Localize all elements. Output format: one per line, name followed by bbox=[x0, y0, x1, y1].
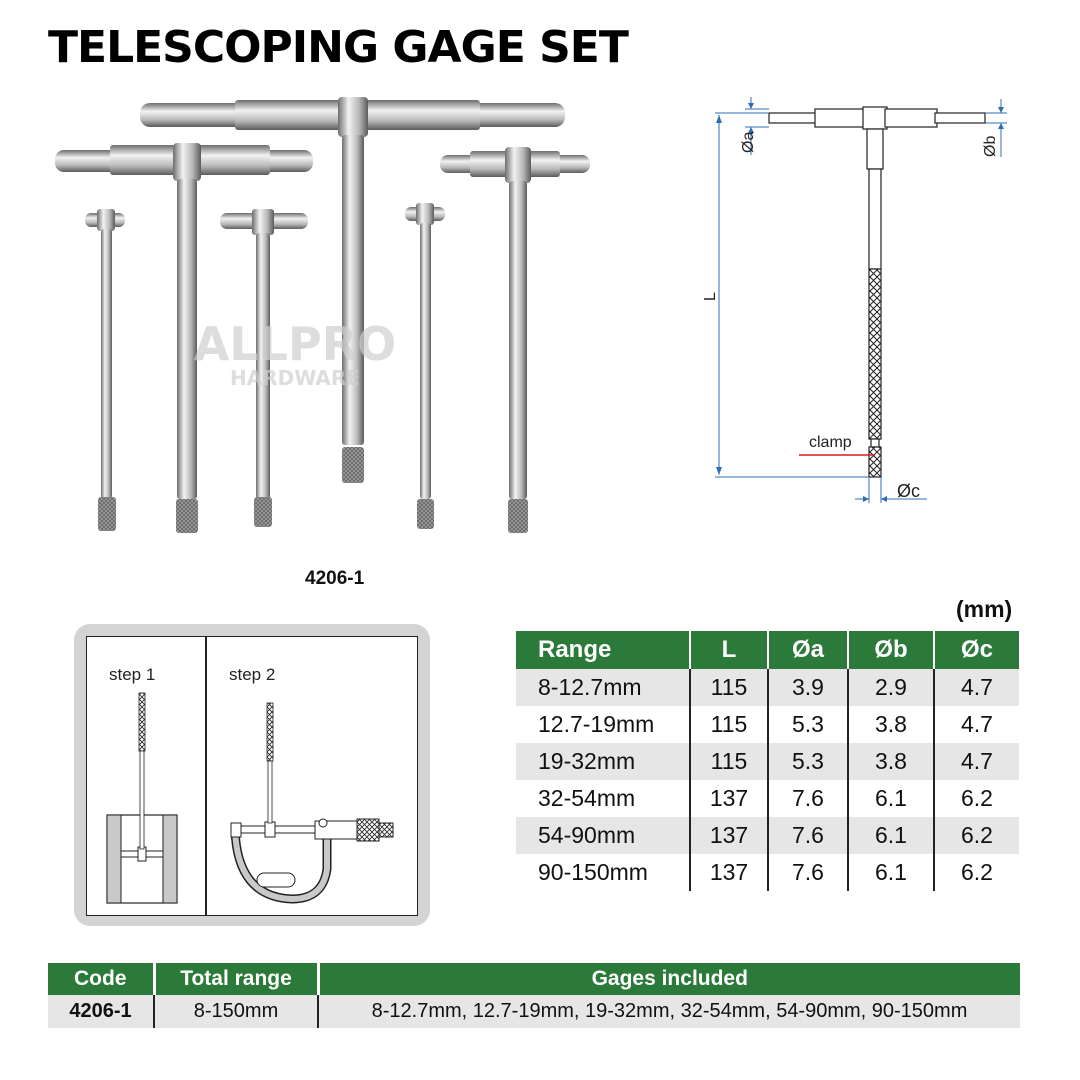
spec-cell-range: 54-90mm bbox=[516, 817, 691, 854]
product-photo: ALLPRO HARDWARE bbox=[55, 97, 590, 533]
code-cell: 4206-1 bbox=[48, 995, 155, 1028]
gage-8-12-7 bbox=[85, 209, 125, 531]
spec-cell-a: 7.6 bbox=[768, 854, 849, 891]
table-row: 8-12.7mm 115 3.9 2.9 4.7 bbox=[516, 669, 1019, 706]
label-diameter-a: Øa bbox=[740, 132, 757, 153]
spec-cell-b: 3.8 bbox=[848, 706, 935, 743]
diagram-handle-gap bbox=[870, 438, 880, 448]
spec-cell-c: 6.2 bbox=[934, 780, 1019, 817]
gage-12-7-19 bbox=[405, 203, 445, 529]
total-range-cell: 8-150mm bbox=[154, 995, 319, 1028]
spec-cell-range: 90-150mm bbox=[516, 854, 691, 891]
table-row: 54-90mm 137 7.6 6.1 6.2 bbox=[516, 817, 1019, 854]
steps-divider bbox=[205, 637, 207, 915]
spec-cell-c: 4.7 bbox=[934, 743, 1019, 780]
spec-cell-b: 6.1 bbox=[848, 780, 935, 817]
spec-cell-l: 137 bbox=[690, 817, 769, 854]
unit-note: (mm) bbox=[956, 596, 1013, 622]
spec-cell-range: 19-32mm bbox=[516, 743, 691, 780]
spec-header-diameter-c: Øc bbox=[934, 631, 1019, 669]
table-row: 12.7-19mm 115 5.3 3.8 4.7 bbox=[516, 706, 1019, 743]
dimension-diagram: Øa Øb L Øc clamp bbox=[702, 97, 1007, 503]
gage-19-32 bbox=[220, 209, 308, 527]
spec-cell-b: 3.8 bbox=[848, 743, 935, 780]
gage-32-54 bbox=[440, 147, 590, 533]
page-title: TELESCOPING GAGE SET bbox=[48, 22, 629, 73]
steps-illustration bbox=[106, 692, 394, 904]
spec-cell-l: 115 bbox=[690, 706, 769, 743]
code-header-gages-included: Gages included bbox=[318, 963, 1020, 995]
spec-cell-c: 4.7 bbox=[934, 706, 1019, 743]
step-1-label: step 1 bbox=[109, 665, 156, 684]
table-row: 19-32mm 115 5.3 3.8 4.7 bbox=[516, 743, 1019, 780]
spec-table-header-row: Range L Øa Øb Øc bbox=[516, 631, 1019, 669]
code-table-header-row: Code Total range Gages included bbox=[48, 963, 1020, 995]
spec-cell-l: 115 bbox=[690, 743, 769, 780]
diagram-clamp-knob bbox=[868, 446, 882, 478]
spec-cell-a: 7.6 bbox=[768, 780, 849, 817]
label-clamp: clamp bbox=[809, 434, 852, 451]
diagram-left-sleeve bbox=[814, 108, 866, 128]
gage-54-90 bbox=[55, 143, 313, 533]
spec-cell-l: 115 bbox=[690, 669, 769, 706]
spec-cell-range: 8-12.7mm bbox=[516, 669, 691, 706]
spec-cell-a: 3.9 bbox=[768, 669, 849, 706]
diagram-neck bbox=[866, 128, 884, 170]
spec-cell-c: 6.2 bbox=[934, 854, 1019, 891]
spec-cell-a: 7.6 bbox=[768, 817, 849, 854]
step-1-bore-illustration bbox=[106, 692, 178, 904]
model-caption: 4206-1 bbox=[305, 568, 365, 589]
step-2-label: step 2 bbox=[229, 665, 276, 684]
spec-header-diameter-a: Øa bbox=[768, 631, 849, 669]
steps-frame: step 1 step 2 bbox=[86, 636, 418, 916]
spec-cell-range: 32-54mm bbox=[516, 780, 691, 817]
diagram-shaft bbox=[868, 168, 882, 270]
spec-cell-a: 5.3 bbox=[768, 706, 849, 743]
spec-cell-b: 2.9 bbox=[848, 669, 935, 706]
spec-cell-a: 5.3 bbox=[768, 743, 849, 780]
watermark-text: ALLPRO bbox=[194, 317, 396, 371]
label-diameter-b: Øb bbox=[982, 136, 999, 157]
label-length: L bbox=[702, 292, 719, 301]
spec-cell-range: 12.7-19mm bbox=[516, 706, 691, 743]
code-header-total-range: Total range bbox=[154, 963, 320, 995]
spec-cell-c: 6.2 bbox=[934, 817, 1019, 854]
spec-header-range: Range bbox=[516, 631, 691, 669]
diagram-head bbox=[862, 106, 888, 130]
spec-cell-b: 6.1 bbox=[848, 817, 935, 854]
diagram-right-sleeve bbox=[884, 108, 938, 128]
spec-cell-c: 4.7 bbox=[934, 669, 1019, 706]
code-table: Code Total range Gages included 4206-1 8… bbox=[48, 963, 1020, 1028]
gages-included-cell: 8-12.7mm, 12.7-19mm, 19-32mm, 32-54mm, 5… bbox=[318, 995, 1020, 1028]
diagram-left-plunger bbox=[768, 112, 818, 124]
spec-cell-l: 137 bbox=[690, 780, 769, 817]
steps-panel: step 1 step 2 bbox=[74, 624, 430, 926]
label-diameter-c: Øc bbox=[897, 481, 920, 501]
step-2-micrometer-illustration bbox=[230, 702, 394, 904]
diagram-right-plunger bbox=[934, 112, 986, 124]
code-header-code: Code bbox=[48, 963, 156, 995]
spec-cell-l: 137 bbox=[690, 854, 769, 891]
diagram-knurled-handle bbox=[868, 268, 882, 440]
spec-header-diameter-b: Øb bbox=[848, 631, 935, 669]
table-row: 4206-1 8-150mm 8-12.7mm, 12.7-19mm, 19-3… bbox=[48, 995, 1020, 1028]
watermark-subtext: HARDWARE bbox=[230, 366, 360, 390]
gage-90-150 bbox=[140, 97, 565, 483]
table-row: 32-54mm 137 7.6 6.1 6.2 bbox=[516, 780, 1019, 817]
spec-header-l: L bbox=[690, 631, 769, 669]
spec-cell-b: 6.1 bbox=[848, 854, 935, 891]
spec-table: Range L Øa Øb Øc 8-12.7mm 115 3.9 2.9 4.… bbox=[516, 631, 1019, 891]
table-row: 90-150mm 137 7.6 6.1 6.2 bbox=[516, 854, 1019, 891]
